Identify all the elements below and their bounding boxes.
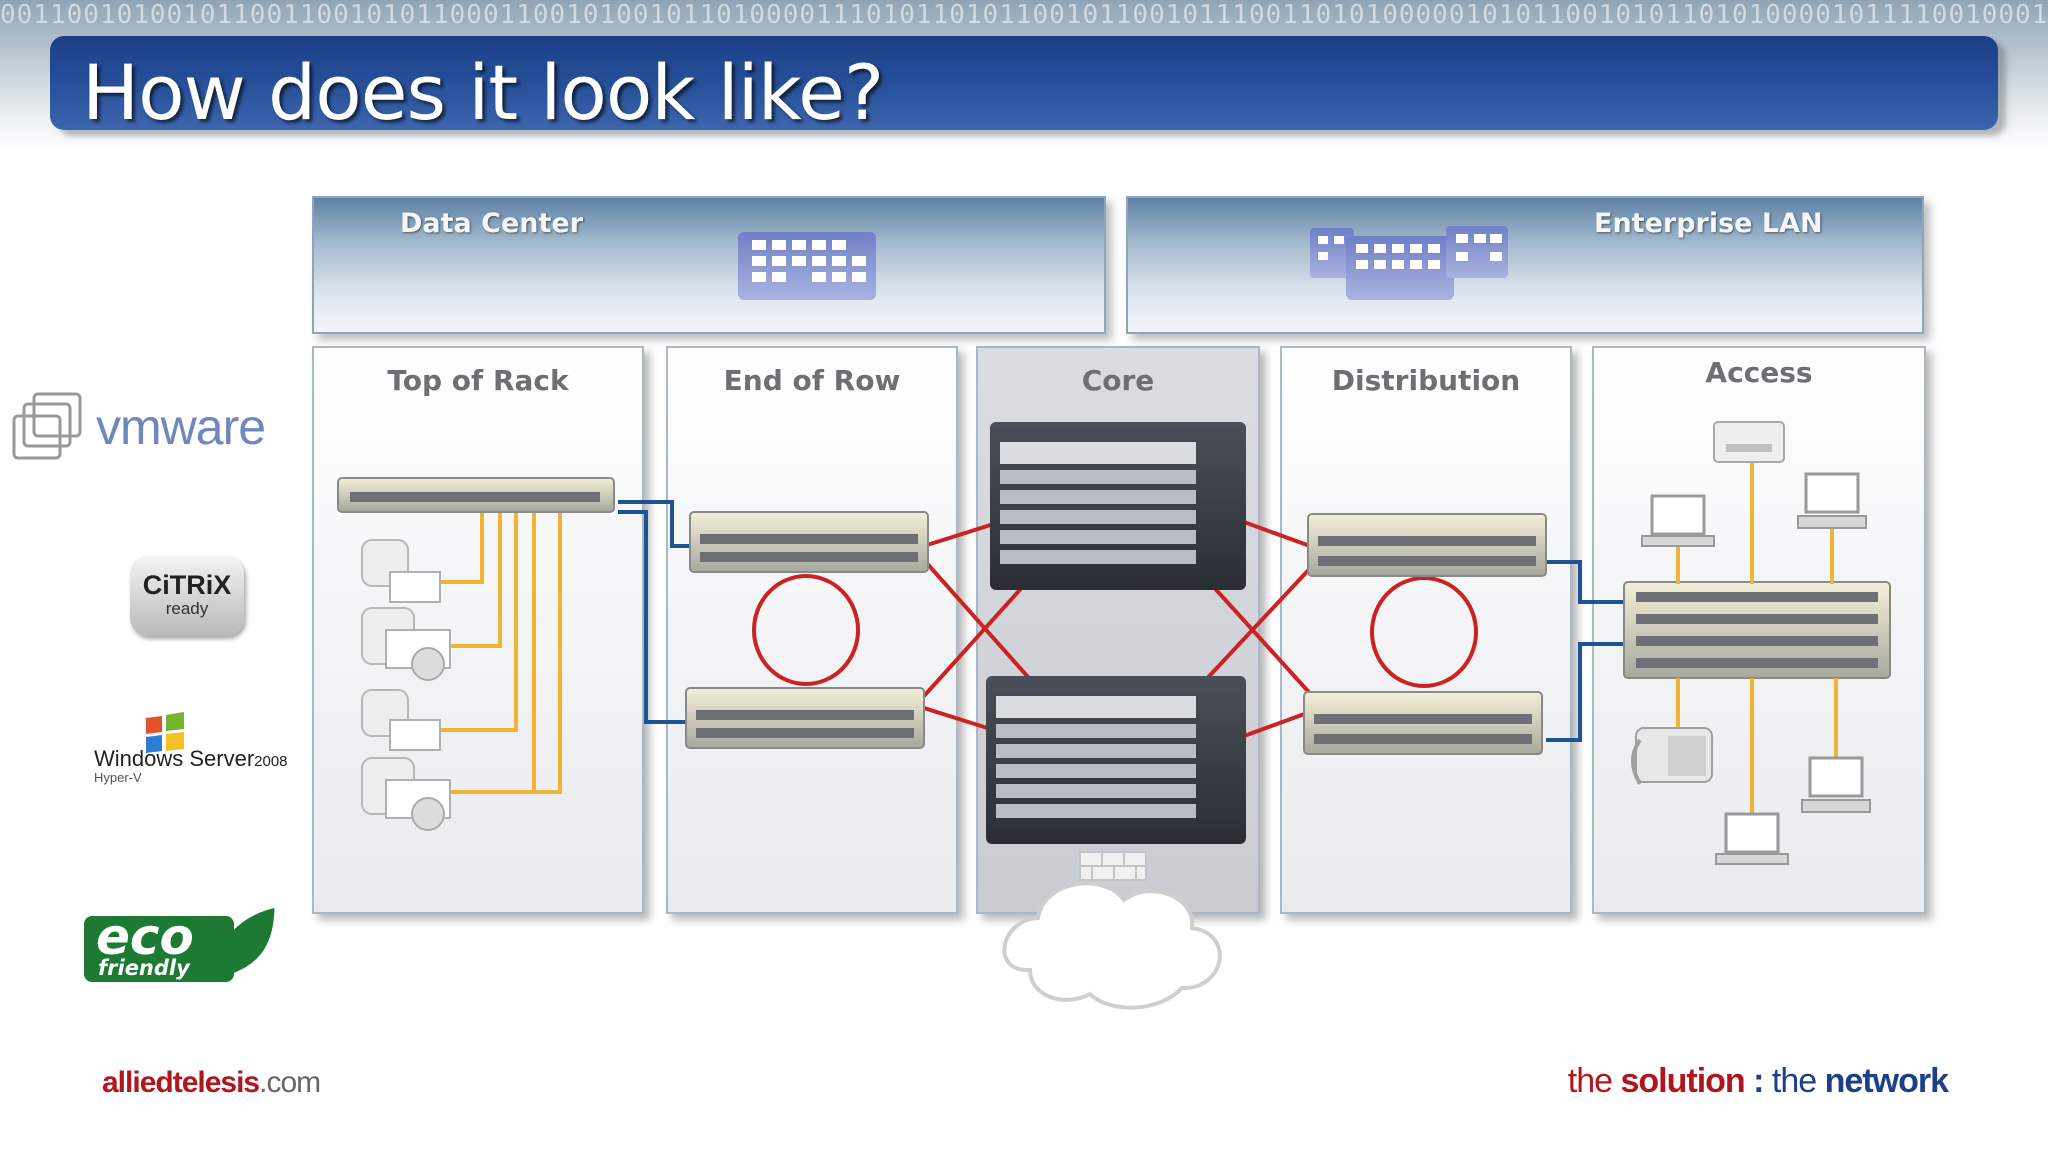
title-bar — [50, 36, 1998, 130]
column-label-end-of-row: End of Row — [723, 364, 901, 397]
chassis-icon — [986, 676, 1246, 844]
column-label-distribution: Distribution — [1331, 364, 1521, 397]
desktop-icon — [1801, 756, 1871, 813]
footer-brand: alliedtelesis.com — [102, 1066, 321, 1100]
vmware-icon — [12, 392, 82, 460]
eco-friendly-text: friendly — [98, 956, 190, 980]
server-icon — [361, 539, 441, 603]
enterprise-lan-label: Enterprise LAN — [1594, 208, 1823, 239]
hyper-v-label: Hyper-V — [94, 770, 142, 785]
windows-year: 2008 — [254, 753, 288, 770]
cloud-icon — [1002, 881, 1222, 1010]
eco-friendly-logo: eco friendly — [84, 908, 234, 982]
building-icon — [738, 232, 876, 300]
citrix-logo: CiTRiX ready — [130, 556, 244, 636]
column-label-top-of-rack: Top of Rack — [387, 364, 569, 397]
chassis-icon — [990, 422, 1246, 590]
tagline-network: network — [1824, 1062, 1949, 1100]
enterprise-lan-panel: Enterprise LAN — [1126, 196, 1924, 334]
printer-icon — [1713, 421, 1785, 463]
column-label-core: Core — [1081, 364, 1155, 397]
eco-text: eco — [96, 908, 194, 966]
tagline-the-2: the — [1771, 1062, 1825, 1100]
switch-icon — [685, 687, 925, 749]
windows-flag-icon — [146, 712, 184, 753]
server-links — [436, 510, 562, 794]
tagline-the-1: the — [1567, 1062, 1621, 1100]
switch-stack-icon — [1623, 581, 1891, 679]
switch-icon — [1303, 691, 1543, 755]
desktop-icon — [1797, 472, 1867, 529]
column-label-access: Access — [1705, 356, 1813, 389]
building-icon — [1310, 226, 1508, 300]
citrix-sub: ready — [165, 599, 209, 618]
slide-title: How does it look like? — [82, 48, 884, 137]
citrix-name: CiTRiX — [142, 570, 232, 600]
laptop-icon — [1715, 812, 1789, 865]
tagline-separator: : — [1744, 1062, 1772, 1100]
uplinks — [618, 500, 1626, 742]
tagline-solution: solution — [1620, 1062, 1746, 1100]
footer-tagline: the solution : the network — [1567, 1062, 1949, 1101]
server-icon — [361, 689, 441, 751]
access-links — [1676, 460, 1838, 826]
data-center-label: Data Center — [400, 208, 584, 239]
redundant-links — [752, 520, 1478, 738]
switch-icon — [337, 477, 615, 513]
binary-decoration: 0011001010010110011001010110001100101001… — [0, 0, 2048, 30]
footer-brand-name: alliedtelesis — [102, 1066, 260, 1099]
server-icon — [361, 607, 451, 681]
switch-icon — [1307, 513, 1547, 577]
phone-icon — [1631, 727, 1713, 786]
column-end-of-row: End of Row — [666, 346, 958, 914]
data-center-panel: Data Center — [312, 196, 1106, 334]
vmware-logo-text: vmware — [96, 399, 266, 455]
laptop-icon — [1641, 494, 1715, 547]
windows-name: Windows Server — [94, 746, 255, 771]
firewall-icon — [1079, 851, 1147, 881]
windows-server-logo: Windows Server2008 — [94, 746, 288, 772]
switch-icon — [689, 511, 929, 573]
footer-brand-suffix: .com — [259, 1066, 321, 1099]
column-distribution: Distribution — [1280, 346, 1572, 914]
server-icon — [361, 757, 451, 831]
